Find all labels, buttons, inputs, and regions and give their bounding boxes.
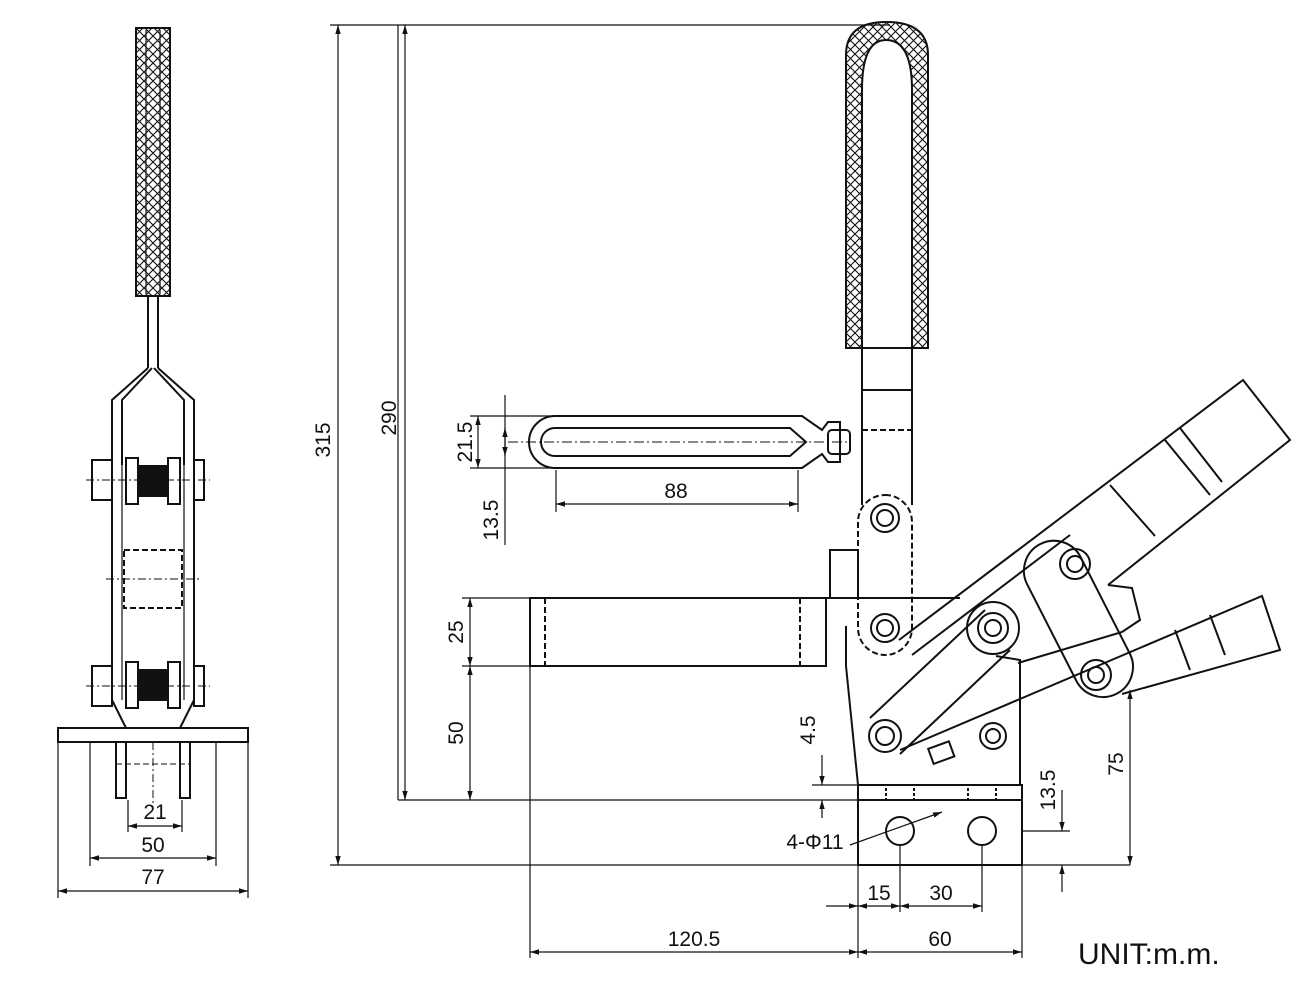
pivot-upper [870,503,900,533]
side-dimensions [330,24,1133,958]
front-handle-grip [135,27,171,297]
side-body [826,597,1021,786]
front-dim-21: 21 [143,801,166,824]
dim-290: 290 [378,400,401,435]
side-view [508,20,1292,866]
dim-13-5-base: 13.5 [1037,770,1060,811]
dim-25: 25 [445,620,468,643]
unit-label: UNIT:m.m. [1078,938,1220,971]
spindle-arm-closed [898,378,1292,641]
dim-315: 315 [312,422,335,457]
pivot-main [966,601,1020,655]
dim-75: 75 [1105,752,1128,775]
base-hole-2 [967,816,997,846]
spindle-arm-open [899,594,1282,751]
dim-15: 15 [867,882,890,905]
dim-50: 50 [445,721,468,744]
dim-13-5-spindle: 13.5 [480,500,503,541]
front-dim-77: 77 [141,866,164,889]
pivot-lower-left [868,719,902,753]
front-upper-bushing [137,465,169,497]
dim-60: 60 [928,928,951,951]
dim-4-5: 4.5 [797,715,820,744]
spindle-bolt [528,415,841,469]
front-view [57,27,249,808]
pivot-lower-right [979,722,1007,750]
side-body-spacer [529,597,827,667]
dim-120-5: 120.5 [668,928,721,951]
side-base-plate [857,784,1023,866]
front-base [111,699,195,729]
front-dim-50: 50 [141,834,164,857]
dim-holes: 4-Φ11 [786,831,843,854]
front-fork [111,367,195,465]
front-dimensions [57,742,249,898]
dim-30: 30 [929,882,952,905]
dim-21-5: 21.5 [454,422,477,463]
front-lower-bushing [137,669,169,701]
dim-88: 88 [664,480,687,503]
